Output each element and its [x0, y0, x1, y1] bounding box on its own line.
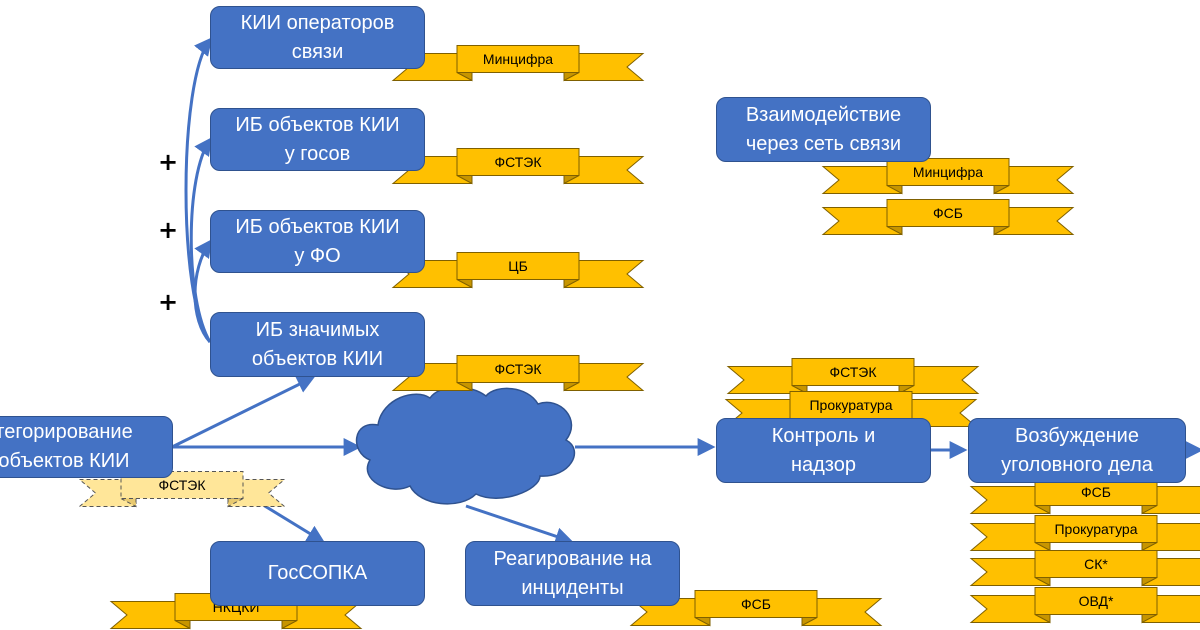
ribbon-label: ФСБ	[741, 596, 771, 612]
node-criminal: Возбуждение уголовного дела	[968, 418, 1186, 483]
ribbon-label: ОВД*	[1079, 593, 1114, 609]
ribbon-ib-significant: ФСТЭК	[391, 355, 645, 392]
ribbon-response: ФСБ	[629, 590, 883, 627]
node-ib-fo: ИБ объектов КИИ у ФО	[210, 210, 425, 273]
node-gossopka: ГосСОПКА	[210, 541, 425, 606]
node-categorization: тегорирование объектов КИИ	[0, 416, 173, 478]
node-ib-gov: ИБ объектов КИИ у госов	[210, 108, 425, 171]
ribbon-label: ФСТЭК	[494, 361, 542, 377]
ribbon-label: ФСТЭК	[494, 154, 542, 170]
ribbon-criminal-4: ОВД*	[969, 587, 1200, 624]
ribbon-criminal-3: СК*	[969, 550, 1200, 587]
plus-sign: +	[158, 148, 179, 176]
connector-arrows	[171, 37, 1200, 545]
ribbon-ib-gov: ФСТЭК	[391, 148, 645, 185]
ribbon-kii-operators: Минцифра	[391, 45, 645, 82]
arrow-to-ib-gov	[189, 137, 213, 343]
node-response: Реагирование на инциденты	[465, 541, 680, 606]
plus-sign: +	[158, 288, 179, 316]
ribbon-label: ЦБ	[508, 258, 528, 274]
ribbon-label: ФСТЭК	[829, 364, 877, 380]
ribbon-label: ФСТЭК	[158, 477, 206, 493]
ribbon-criminal-1: ФСБ	[969, 478, 1200, 515]
node-control: Контроль и надзор	[716, 418, 931, 483]
ribbon-interaction-1: Минцифра	[821, 158, 1075, 195]
ribbon-gossopka: НКЦКИ	[109, 593, 363, 630]
plus-sign: +	[158, 216, 179, 244]
ribbon-label: Прокуратура	[1054, 521, 1137, 537]
node-interaction: Взаимодействие через сеть связи	[716, 97, 931, 162]
ribbon-interaction-2: ФСБ	[821, 199, 1075, 236]
ribbon-criminal-2: Прокуратура	[969, 515, 1200, 552]
arrow-to-kii-operators	[184, 37, 213, 343]
ribbon-control-1: ФСТЭК	[726, 358, 980, 395]
ribbon-label: ФСБ	[933, 205, 963, 221]
ribbon-label: Минцифра	[913, 164, 983, 180]
node-ib-significant: ИБ значимых объектов КИИ	[210, 312, 425, 377]
ribbon-label: ФСБ	[1081, 484, 1111, 500]
arrow-to-ib-significant	[171, 376, 316, 449]
ribbon-label: Минцифра	[483, 51, 553, 67]
ribbon-label: СК*	[1084, 556, 1108, 572]
arrow-to-ib-fo	[193, 239, 213, 344]
node-kii-operators: КИИ операторов связи	[210, 6, 425, 69]
arrow-to-response	[465, 504, 574, 545]
ribbon-ib-fo: ЦБ	[391, 252, 645, 289]
ribbon-label: Прокуратура	[809, 397, 892, 413]
cloud-shape	[355, 386, 576, 505]
